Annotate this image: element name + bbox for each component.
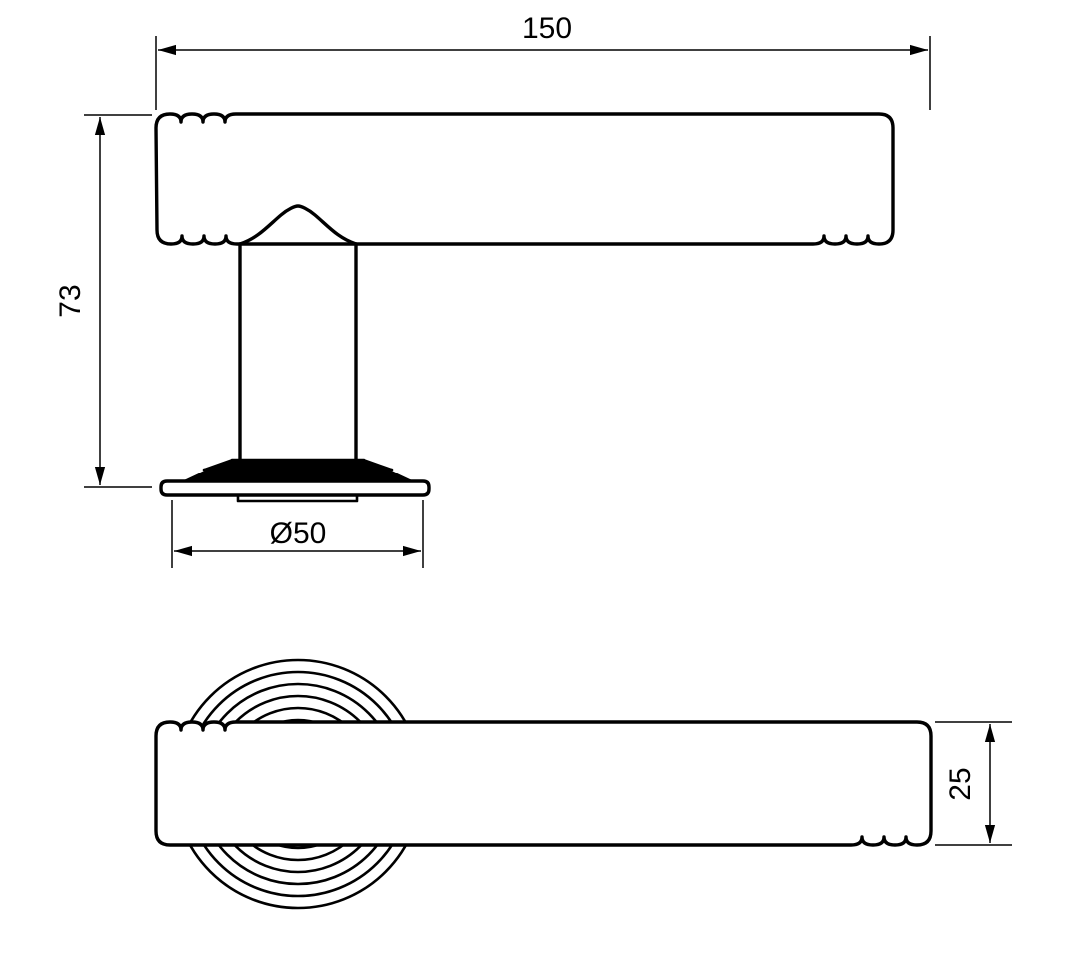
dimension-25-label: 25 [944,767,977,800]
lever-bar-plan [154,720,933,847]
dimension-73-label: 73 [54,284,87,317]
dimension-25: 25 [935,721,1012,846]
lever-neck-elevation [238,204,358,466]
rose-elevation [159,458,431,503]
dimension-150-label: 150 [522,12,572,45]
side-elevation-view: 150 73 Ø50 [54,12,931,568]
dimension-rose-diameter: Ø50 [171,500,424,568]
plan-view: 25 [154,658,1012,910]
lever-bar-elevation [154,112,895,246]
dimension-73: 73 [54,114,152,488]
dimension-150: 150 [155,12,931,110]
dimension-rose-diameter-label: Ø50 [270,517,327,550]
